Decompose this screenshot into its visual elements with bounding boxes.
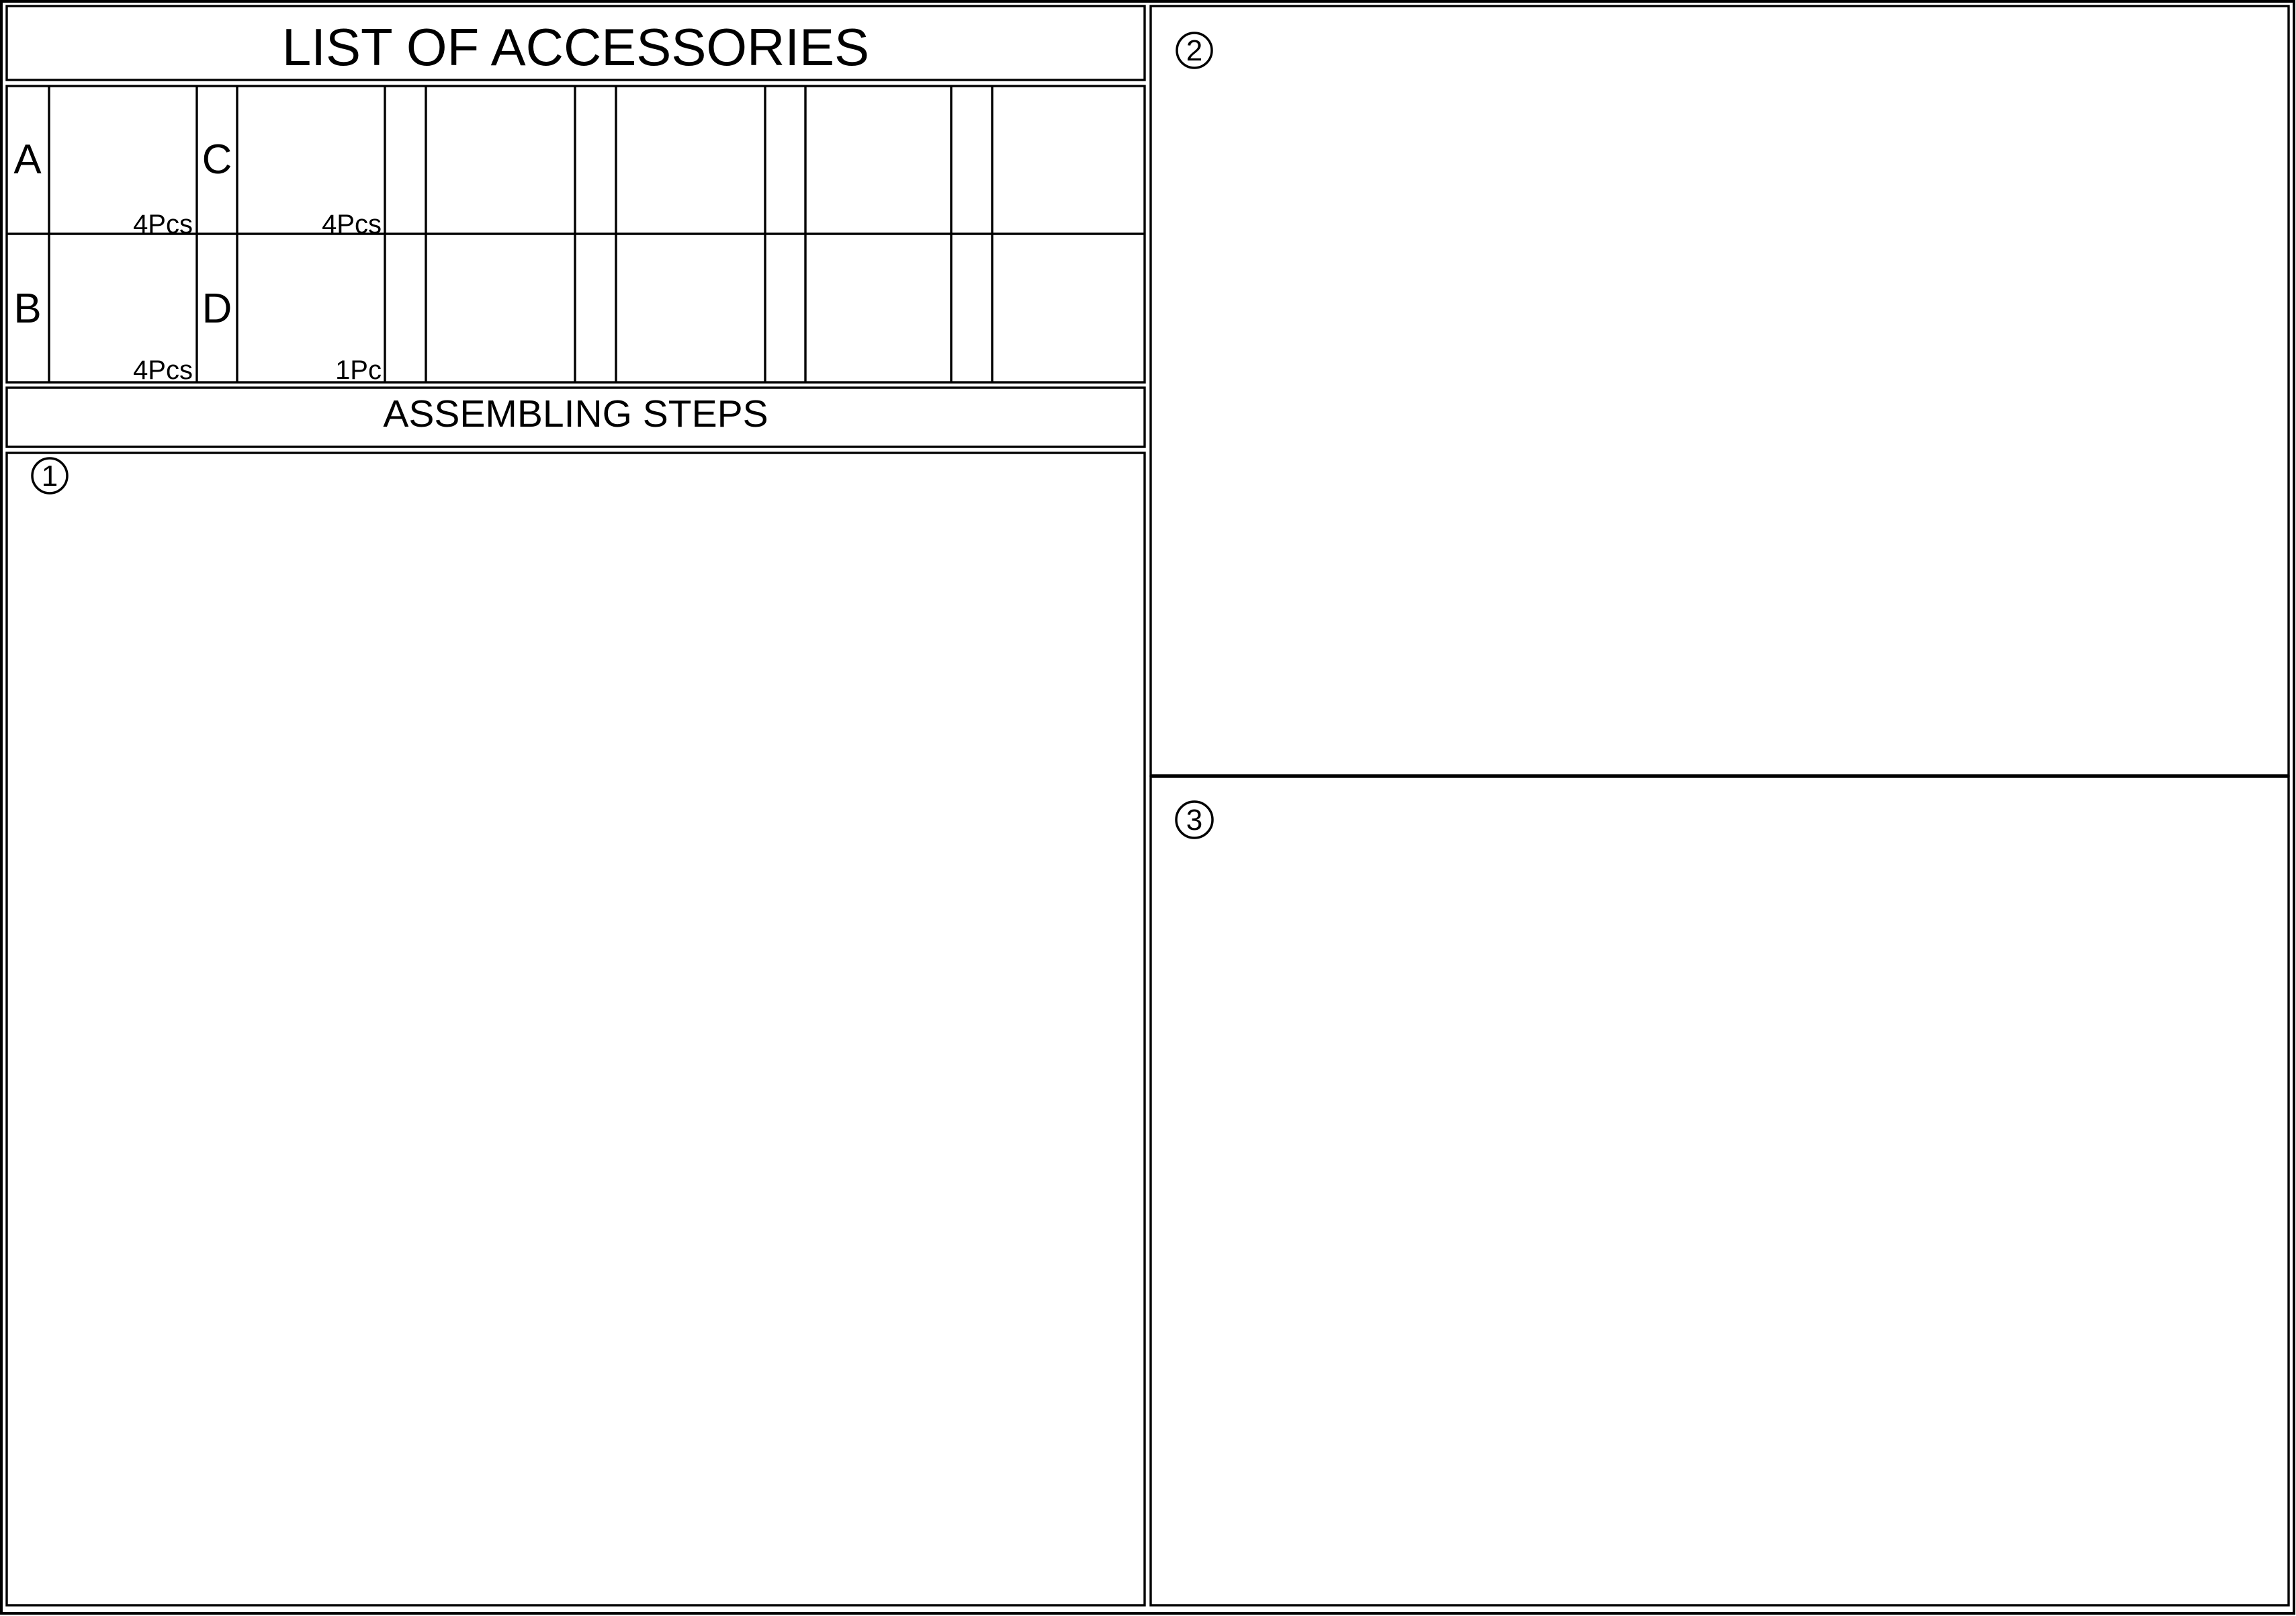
svg-text:ASSEMBLING STEPS: ASSEMBLING STEPS — [383, 392, 768, 435]
svg-text:A: A — [13, 136, 42, 183]
svg-text:1: 1 — [42, 460, 58, 493]
svg-text:1Pc: 1Pc — [335, 355, 382, 385]
svg-text:4Pcs: 4Pcs — [133, 355, 193, 385]
svg-text:4Pcs: 4Pcs — [322, 210, 382, 239]
svg-text:D: D — [202, 286, 232, 332]
svg-text:3: 3 — [1186, 804, 1202, 837]
svg-text:C: C — [202, 136, 232, 183]
svg-text:2: 2 — [1186, 34, 1202, 67]
svg-text:4Pcs: 4Pcs — [133, 210, 193, 239]
svg-text:LIST OF ACCESSORIES: LIST OF ACCESSORIES — [282, 17, 869, 77]
svg-text:B: B — [13, 286, 41, 332]
